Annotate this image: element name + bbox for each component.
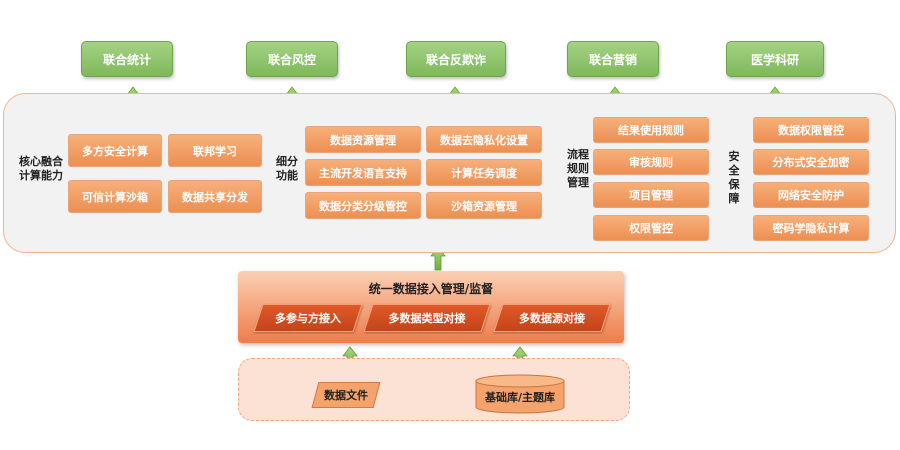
box-text: 数据分类分级管控 xyxy=(319,199,407,213)
access-item-label: 多数据源对接 xyxy=(519,312,585,325)
security-box-3: 网络安全防护 xyxy=(753,182,869,208)
core-box-4: 数据共享分发 xyxy=(168,180,262,213)
data-source-area xyxy=(238,358,630,421)
data-file: 数据文件 xyxy=(311,382,381,408)
box-text: 沙箱资源管理 xyxy=(451,199,517,213)
feature-box-5: 数据分类分级管控 xyxy=(305,192,421,219)
security-box-1: 数据权限管控 xyxy=(753,117,869,143)
app-box-2: 联合风控 xyxy=(246,41,338,77)
box-text: 数据资源管理 xyxy=(330,133,396,147)
app-label: 联合营销 xyxy=(588,52,637,67)
feature-box-6: 沙箱资源管理 xyxy=(426,192,542,219)
app-label: 医学科研 xyxy=(750,52,799,67)
security-box-4: 密码学隐私计算 xyxy=(753,215,869,241)
box-text: 数据共享分发 xyxy=(182,190,248,204)
core-label: 核心融合 计算能力 xyxy=(19,155,63,182)
feature-box-4: 计算任务调度 xyxy=(426,159,542,186)
process-box-2: 审核规则 xyxy=(593,149,709,175)
feature-label: 细分 功能 xyxy=(276,155,298,182)
access-item-3: 多数据源对接 xyxy=(493,304,611,332)
feature-box-1: 数据资源管理 xyxy=(305,126,421,153)
access-item-2: 多数据类型对接 xyxy=(363,304,491,332)
box-text: 数据权限管控 xyxy=(778,124,844,137)
box-text: 权限管控 xyxy=(629,222,673,235)
box-text: 密码学隐私计算 xyxy=(772,222,850,235)
box-text: 主流开发语言支持 xyxy=(319,166,407,180)
process-box-4: 权限管控 xyxy=(593,215,709,241)
app-box-1: 联合统计 xyxy=(81,41,173,77)
process-label: 流程规则管理 xyxy=(567,148,589,189)
app-label: 联合反欺诈 xyxy=(425,52,486,67)
box-text: 可信计算沙箱 xyxy=(82,190,148,204)
access-item-1: 多参与方接入 xyxy=(253,304,363,332)
box-text: 项目管理 xyxy=(629,189,673,202)
database-label: 基础库/主题库 xyxy=(484,391,556,404)
process-box-3: 项目管理 xyxy=(593,182,709,208)
box-text: 结果使用规则 xyxy=(618,124,684,137)
box-text: 网络安全防护 xyxy=(778,189,844,202)
core-box-3: 可信计算沙箱 xyxy=(68,180,162,213)
core-box-1: 多方安全计算 xyxy=(68,134,162,167)
access-item-label: 多参与方接入 xyxy=(275,312,341,325)
security-box-2: 分布式安全加密 xyxy=(753,149,869,175)
app-box-4: 联合营销 xyxy=(567,41,659,77)
app-label: 联合统计 xyxy=(102,52,151,67)
app-box-3: 联合反欺诈 xyxy=(406,41,506,77)
box-text: 审核规则 xyxy=(629,156,673,169)
box-text: 多方安全计算 xyxy=(82,144,148,158)
data-file-label: 数据文件 xyxy=(324,389,368,402)
box-text: 数据去隐私化设置 xyxy=(440,133,528,147)
box-text: 计算任务调度 xyxy=(451,166,517,180)
process-box-1: 结果使用规则 xyxy=(593,117,709,143)
access-item-label: 多数据类型对接 xyxy=(388,312,466,325)
access-title: 统一数据接入管理/监督 xyxy=(368,282,494,296)
feature-box-3: 主流开发语言支持 xyxy=(305,159,421,186)
box-text: 联邦学习 xyxy=(193,144,237,158)
feature-box-2: 数据去隐私化设置 xyxy=(426,126,542,153)
app-box-5: 医学科研 xyxy=(726,41,824,77)
security-label: 安全保障 xyxy=(728,150,740,205)
app-label: 联合风控 xyxy=(267,52,316,67)
box-text: 分布式安全加密 xyxy=(772,156,850,169)
core-box-2: 联邦学习 xyxy=(168,134,262,167)
